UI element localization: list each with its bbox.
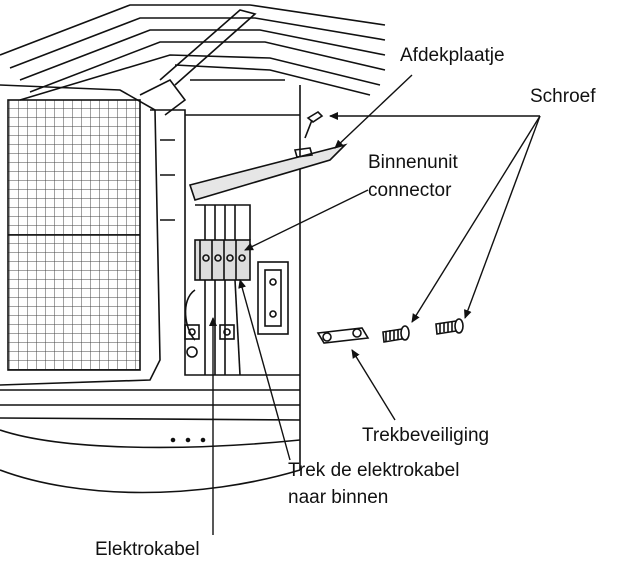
terminal-block-drawing: [194, 204, 251, 281]
mounting-plate-drawing: [257, 261, 289, 335]
label-pull-cable-line2: naar binnen: [288, 487, 388, 508]
indoor-unit-drawing: [0, 4, 386, 494]
leader-lines: [209, 74, 541, 535]
label-indoor-connector-line1: Binnenunit: [368, 152, 459, 173]
strain-relief-part: [316, 327, 370, 344]
unit-front-panel: [0, 84, 161, 386]
label-indoor-connector-line2: connector: [368, 180, 452, 201]
label-strain-relief: Trekbeveiliging: [362, 425, 489, 446]
screw-part-2: [435, 318, 464, 335]
label-cover-plate: Afdekplaatje: [400, 45, 505, 66]
label-pull-cable-line1: Trek de elektrokabel: [288, 460, 459, 481]
unit-lower-body: [0, 85, 301, 494]
cover-plate-drawing: [188, 143, 348, 201]
unit-top-louvers: [0, 4, 386, 101]
screw-part-1: [382, 325, 410, 343]
cable-bundle-drawing: [184, 279, 241, 376]
label-power-cable: Elektrokabel: [95, 539, 200, 560]
label-screw: Schroef: [530, 86, 596, 107]
unit-arms: [139, 9, 257, 116]
top-screw-drawing: [304, 110, 324, 139]
